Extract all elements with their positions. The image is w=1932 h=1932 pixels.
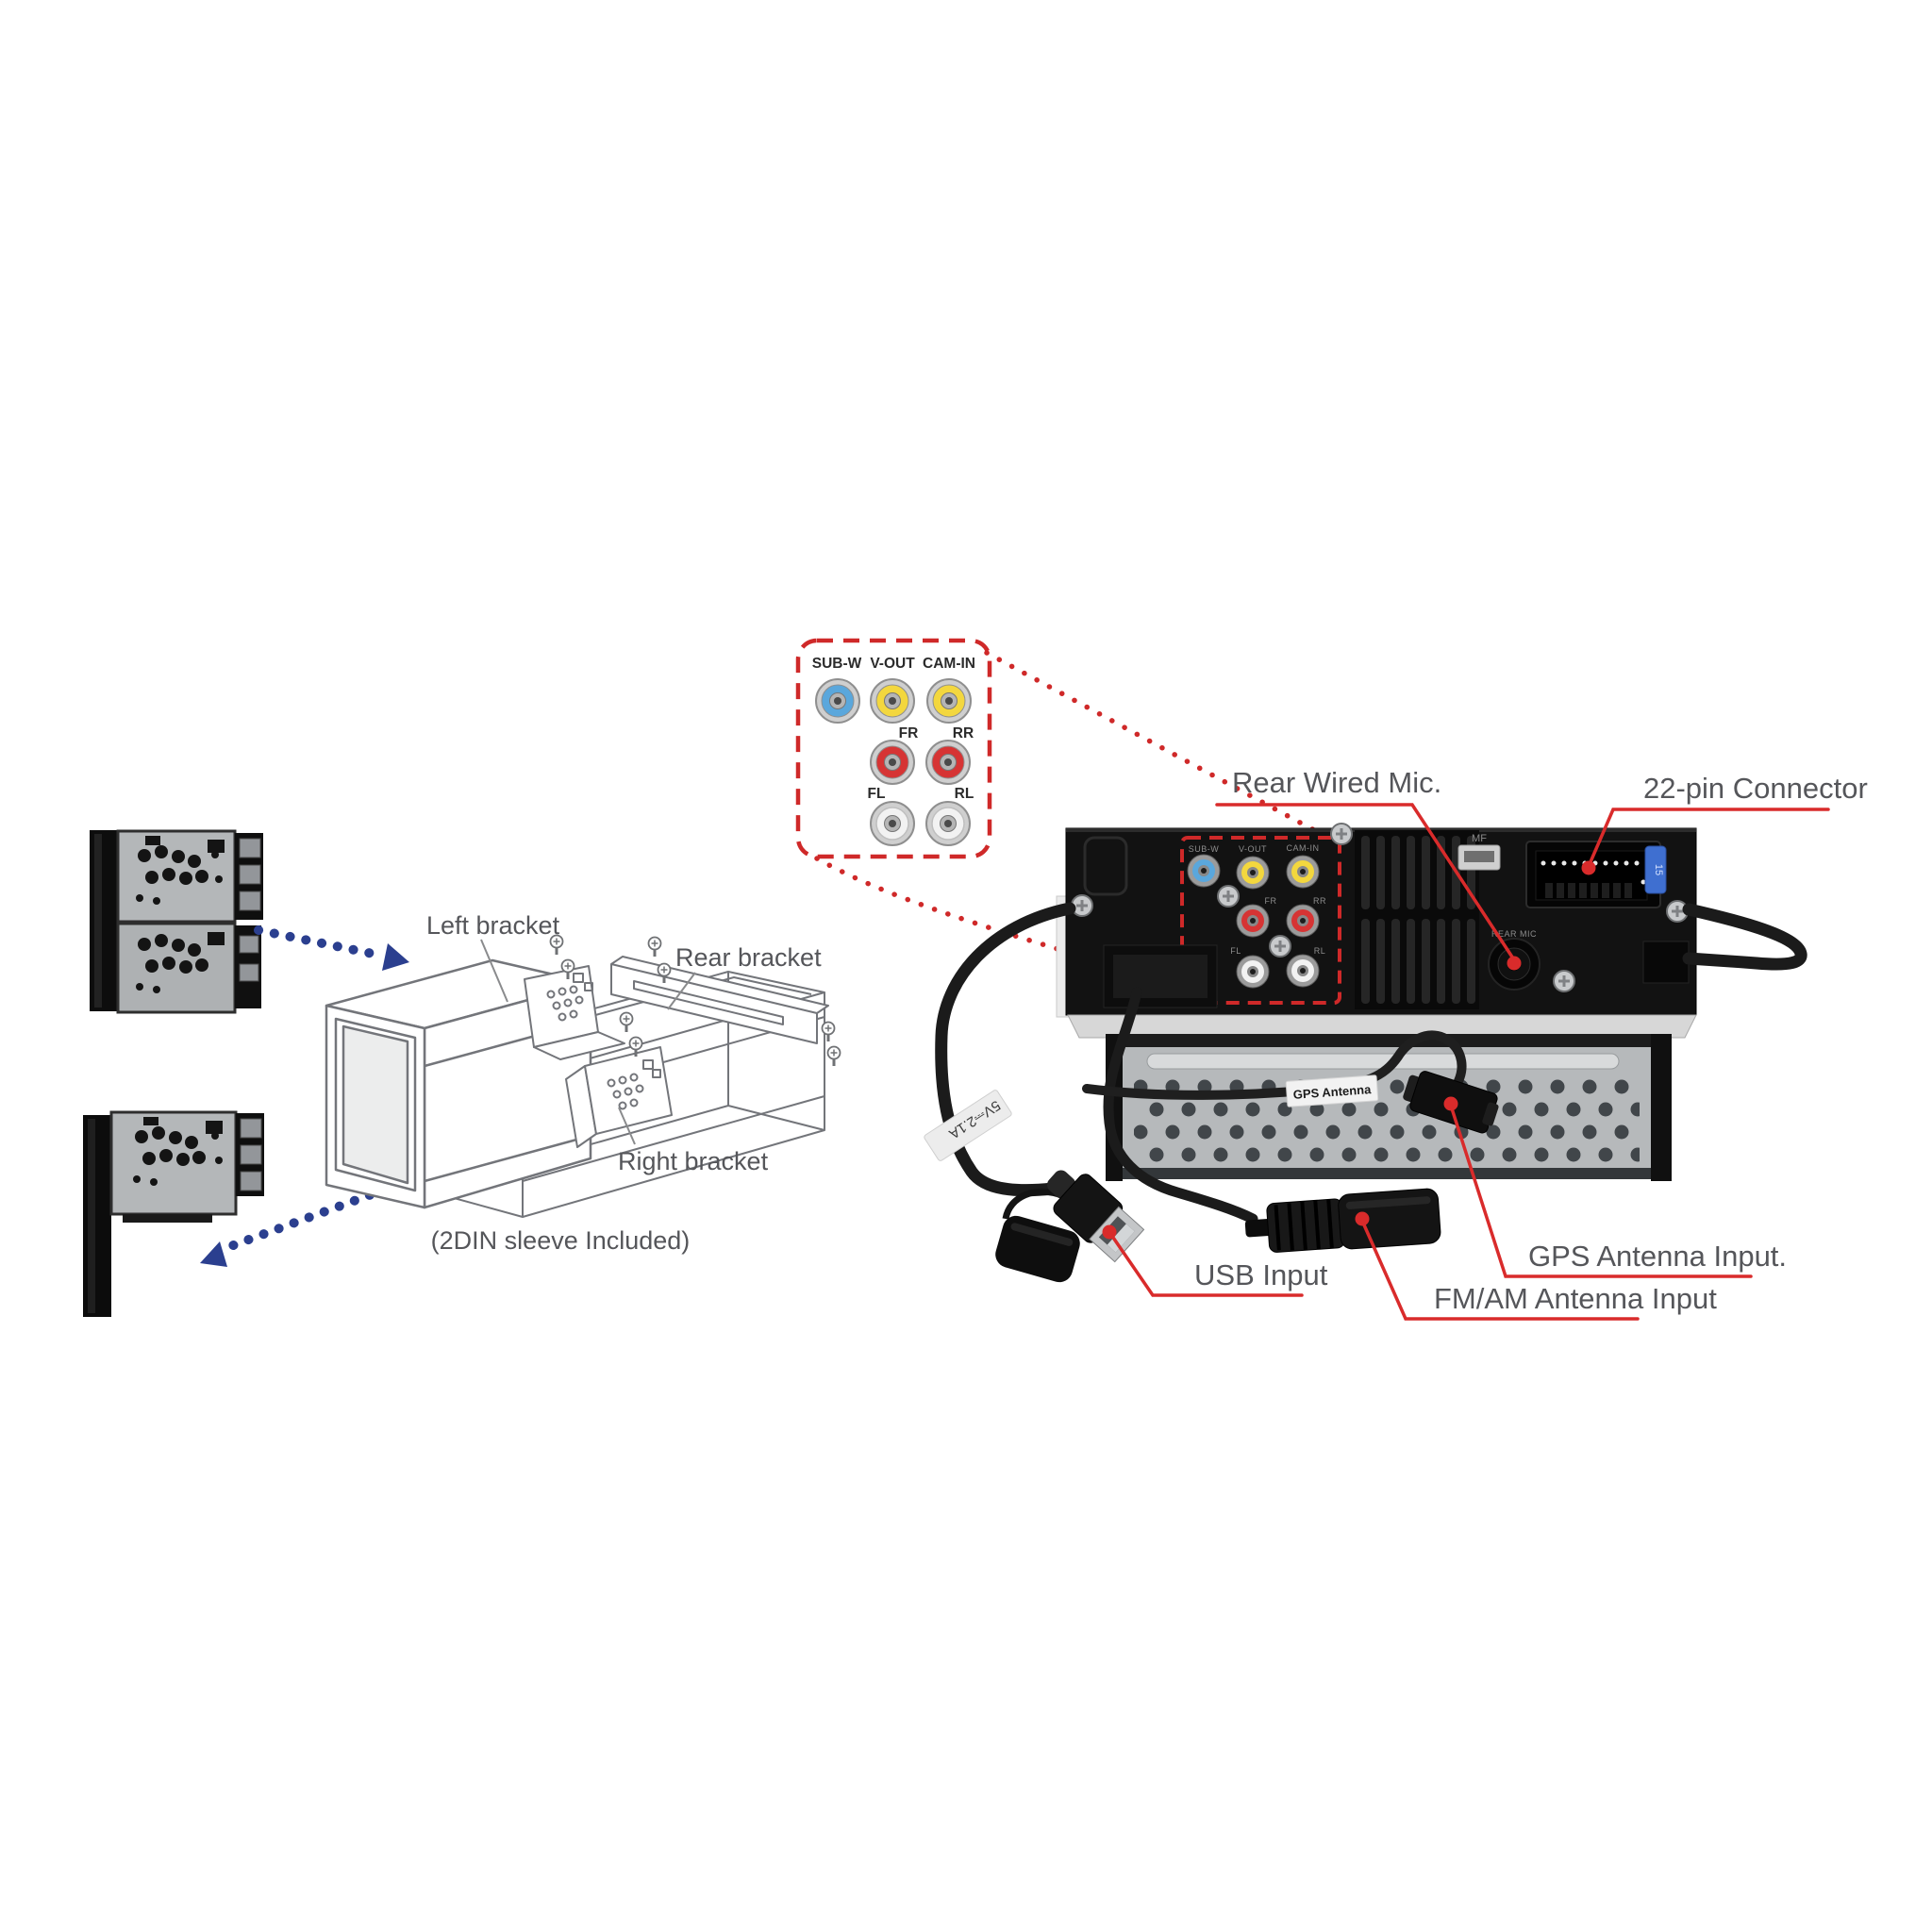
panel-jack-rr	[1286, 904, 1320, 938]
mounting-sleeve	[1106, 1034, 1672, 1181]
usb-leader	[1108, 1230, 1304, 1297]
mount-holes-bottom	[136, 932, 225, 993]
rca-jack-fl-icon	[870, 801, 915, 846]
right-bracket-label: Right bracket	[618, 1147, 769, 1175]
rca-jack-v-out-icon	[870, 678, 915, 724]
installed-unit-photo-1din	[83, 1110, 264, 1317]
jack-label-fl: FL	[868, 786, 886, 802]
mount-holes-top	[136, 836, 225, 905]
left-bracket-leader	[480, 939, 508, 1003]
rca-jack-rl-icon	[925, 801, 971, 846]
rear-wired-mic-label: Rear Wired Mic.	[1232, 766, 1441, 799]
rca-jack-fr-icon	[870, 740, 915, 785]
arrowhead-left-icon	[200, 1241, 227, 1267]
arrowhead-right-icon	[382, 943, 409, 971]
panel-rca-cluster: SUB-W V-OUT CAM-IN FR RR	[1187, 843, 1326, 989]
mount-holes	[133, 1117, 223, 1186]
gps-cable-tag-text: GPS Antenna	[1292, 1082, 1372, 1102]
mf-connector: MF	[1457, 833, 1501, 871]
usb-cable	[935, 902, 1076, 1197]
bracket-labels: Left bracket Rear bracket Right bracket …	[426, 911, 822, 1255]
annotation-fm-am: FM/AM Antenna Input	[1355, 1211, 1717, 1321]
panel-print-sub-w: SUB-W	[1189, 844, 1220, 854]
fuse-15a: 15	[1644, 845, 1667, 894]
panel-jack-cam-in	[1286, 855, 1320, 889]
installed-unit-photo-2din	[90, 829, 263, 1014]
vent-outline	[1083, 836, 1128, 896]
jack-label-sub-w: SUB-W	[812, 656, 862, 672]
fm-am-label: FM/AM Antenna Input	[1434, 1282, 1717, 1315]
panel-jack-fl	[1236, 955, 1270, 989]
panel-jack-rl	[1286, 954, 1320, 988]
fm-am-dot	[1355, 1211, 1370, 1226]
rca-jack-sub-w-icon	[815, 678, 860, 724]
jack-label-rr: RR	[953, 725, 974, 741]
usb-connector	[1047, 1170, 1145, 1263]
gps-dot	[1443, 1096, 1458, 1111]
left-bracket-drawing	[524, 934, 625, 1060]
annotation-22-pin: 22-pin Connector	[1581, 772, 1868, 875]
arrow-photo-to-sleeve	[254, 925, 409, 971]
callout-dashed-border	[795, 638, 992, 859]
panel-rca-dashed-box	[1180, 836, 1341, 1005]
connector-pins	[1541, 860, 1646, 885]
fm-am-antenna-connector	[1244, 1188, 1441, 1253]
gps-cable	[1082, 1030, 1467, 1100]
left-bracket-label: Left bracket	[426, 911, 560, 940]
jack-label-v-out: V-OUT	[870, 656, 915, 672]
right-bracket-drawing	[565, 1011, 673, 1148]
panel-print-cam-in: CAM-IN	[1287, 843, 1320, 853]
gps-cable-tag: GPS Antenna	[1285, 1074, 1379, 1108]
rear-mic-print: REAR MIC	[1491, 929, 1537, 939]
rca-jack-rr-icon	[925, 740, 971, 785]
rca-jack-cam-in-icon	[926, 678, 972, 724]
panel-screw	[1552, 969, 1576, 993]
rear-bracket-drawing	[610, 936, 841, 1068]
mf-label: MF	[1472, 833, 1487, 844]
22-pin-label: 22-pin Connector	[1643, 772, 1868, 805]
panel-print-rl: RL	[1314, 946, 1326, 956]
sleeve-note: (2DIN sleeve Included)	[431, 1226, 691, 1255]
panel-print-rr: RR	[1313, 896, 1326, 906]
panel-screw	[1216, 884, 1241, 908]
panel-screw	[1329, 822, 1354, 846]
screen-face	[341, 1024, 409, 1185]
22-pin-dot	[1581, 860, 1596, 875]
panel-print-fl: FL	[1230, 946, 1241, 956]
install-exploded-drawing	[325, 934, 841, 1218]
panel-screw	[1268, 934, 1292, 958]
rca-callout-box: SUB-W V-OUT CAM-IN FR RR	[795, 638, 992, 859]
usb-cap	[995, 1215, 1080, 1283]
gps-leader	[1449, 1104, 1753, 1278]
rear-wired-mic-leader	[1215, 803, 1515, 960]
jack-label-fr: FR	[899, 725, 919, 741]
left-cable-opening-inner	[1113, 955, 1208, 998]
rear-bracket-label: Rear bracket	[675, 943, 822, 972]
panel-jack-v-out	[1236, 856, 1270, 890]
fm-am-cable	[1103, 987, 1258, 1224]
usb-label: USB Input	[1194, 1258, 1328, 1291]
gps-label: GPS Antenna Input.	[1528, 1240, 1787, 1273]
panel-jack-fr	[1236, 904, 1270, 938]
22-pin-leader	[1588, 808, 1830, 866]
fuse-rating: 15	[1653, 864, 1664, 875]
panel-print-fr: FR	[1265, 896, 1277, 906]
right-bracket-leader	[618, 1107, 636, 1145]
annotation-usb: USB Input	[1102, 1224, 1328, 1297]
annotation-rear-wired-mic: Rear Wired Mic.	[1215, 766, 1522, 971]
panel-print-v-out: V-OUT	[1239, 844, 1267, 854]
annotation-gps: GPS Antenna Input.	[1443, 1096, 1787, 1278]
chassis-edge	[1067, 1014, 1697, 1039]
panel-jack-sub-w	[1187, 854, 1221, 888]
jack-label-cam-in: CAM-IN	[923, 656, 975, 672]
sleeve-perforations	[1134, 1075, 1640, 1166]
fm-am-leader	[1360, 1219, 1640, 1321]
right-cable-opening	[1642, 941, 1690, 984]
rear-wired-mic-dot	[1507, 956, 1522, 971]
rear-harness-cable	[1682, 903, 1807, 971]
rear-bracket-leader	[667, 972, 696, 1010]
jack-label-rl: RL	[955, 786, 974, 802]
